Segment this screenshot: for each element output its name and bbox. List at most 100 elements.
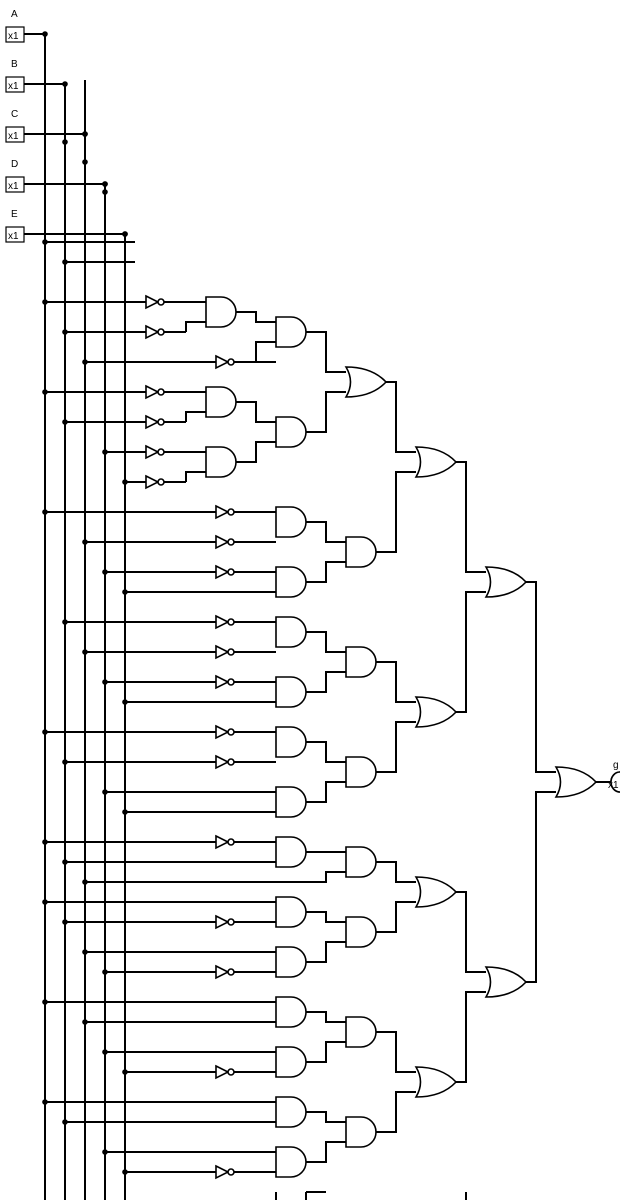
junction-dot <box>82 949 88 955</box>
not-gate <box>215 754 230 770</box>
and-gate <box>275 676 307 708</box>
not-gate <box>145 444 160 460</box>
or-gate <box>484 966 528 998</box>
not-gate <box>145 294 160 310</box>
and-gate <box>275 996 307 1028</box>
junction-dot <box>82 131 88 137</box>
not-gate-bubble <box>157 328 165 336</box>
not-gate <box>215 504 230 520</box>
wire-91 <box>306 1111 346 1123</box>
input-pin-b[interactable]: B x1 <box>5 59 25 93</box>
junction-dot <box>42 729 48 735</box>
junction-dot <box>122 699 128 705</box>
wire-97 <box>376 471 416 553</box>
not-gate-bubble <box>227 758 235 766</box>
input-pin-e[interactable]: E x1 <box>5 209 25 243</box>
junction-dot <box>42 509 48 515</box>
wire-105 <box>456 591 486 713</box>
input-value-e: x1 <box>8 231 19 242</box>
output-pin-g[interactable]: g x1 <box>608 760 620 793</box>
junction-dot <box>62 859 68 865</box>
input-label-c: C <box>11 109 18 120</box>
input-pin-a[interactable]: A x1 <box>5 9 25 43</box>
output-label-g: g <box>613 760 619 771</box>
not-gate-bubble <box>227 728 235 736</box>
junction-dot <box>102 181 108 187</box>
not-gate-bubble <box>227 678 235 686</box>
and-gate <box>275 836 307 868</box>
junction-dot <box>62 81 68 87</box>
not-gate <box>215 354 230 370</box>
wire-90 <box>306 1041 346 1063</box>
and-gate <box>345 536 377 568</box>
and-gate <box>275 566 307 598</box>
and-gate <box>345 1016 377 1048</box>
input-pin-d[interactable]: D x1 <box>5 159 25 193</box>
and-gate <box>275 786 307 818</box>
and-gate <box>345 646 377 678</box>
or-gate <box>344 366 388 398</box>
and-gate <box>205 446 237 478</box>
or-gate <box>414 1066 458 1098</box>
wire-77 <box>236 341 276 363</box>
or-gate <box>414 446 458 478</box>
junction-dot <box>62 919 68 925</box>
wires-layer <box>24 33 611 1200</box>
junction-dot <box>62 259 68 265</box>
not-gate-bubble <box>157 298 165 306</box>
not-gate-bubble <box>227 838 235 846</box>
input-label-b: B <box>11 59 18 70</box>
wire-102 <box>376 1031 416 1073</box>
wire-101 <box>376 901 416 933</box>
and-gate <box>275 416 307 448</box>
wire-95 <box>306 391 346 433</box>
wire-84 <box>306 741 346 763</box>
junction-dot <box>62 759 68 765</box>
not-gate-bubble <box>227 508 235 516</box>
not-gate-bubble <box>157 388 165 396</box>
and-gate <box>275 1096 307 1128</box>
not-gate-bubble <box>227 918 235 926</box>
wire-100 <box>376 861 416 883</box>
wire-80 <box>306 521 346 543</box>
and-gate <box>275 1146 307 1178</box>
not-gate <box>215 1164 230 1180</box>
input-value-c: x1 <box>8 131 19 142</box>
and-gate <box>275 316 307 348</box>
junction-dot <box>42 999 48 1005</box>
not-gate-bubble <box>157 418 165 426</box>
junction-dot <box>102 969 108 975</box>
junction-dot <box>62 419 68 425</box>
junction-dot <box>102 569 108 575</box>
junction-dot <box>102 449 108 455</box>
and-gate <box>345 756 377 788</box>
wire-71 <box>185 321 206 332</box>
junction-dot <box>102 789 108 795</box>
junction-dot <box>42 839 48 845</box>
wire-94 <box>306 331 346 373</box>
not-gate-bubble <box>227 358 235 366</box>
junction-dot <box>42 299 48 305</box>
wire-88 <box>306 941 346 963</box>
wire-75 <box>185 471 206 482</box>
not-gate <box>215 1064 230 1080</box>
not-gate <box>215 644 230 660</box>
junction-dot <box>82 539 88 545</box>
wire-99 <box>376 721 416 773</box>
not-gate <box>215 914 230 930</box>
junction-dot <box>82 359 88 365</box>
and-gate <box>275 726 307 758</box>
not-gate-bubble <box>227 1068 235 1076</box>
wire-89 <box>306 1011 346 1023</box>
input-pin-c[interactable]: C x1 <box>5 109 25 143</box>
junction-dot <box>42 389 48 395</box>
wire-76 <box>236 311 276 323</box>
junction-dot <box>122 1069 128 1075</box>
and-gate <box>345 846 377 878</box>
wire-109 <box>526 791 556 983</box>
not-gate-bubble <box>227 568 235 576</box>
input-value-b: x1 <box>8 81 19 92</box>
junction-dot <box>62 1119 68 1125</box>
junction-dot <box>42 31 48 37</box>
